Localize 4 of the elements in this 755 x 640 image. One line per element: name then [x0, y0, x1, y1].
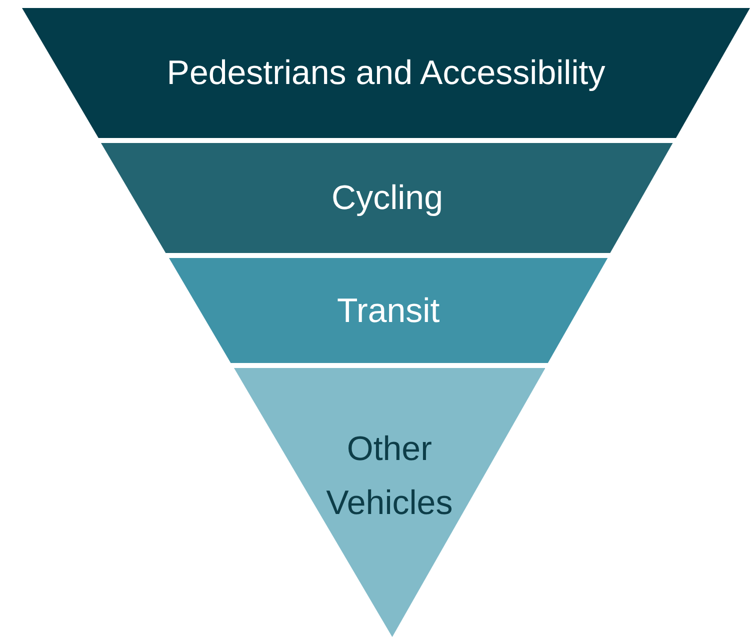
band-label: Transit — [336, 290, 441, 332]
band-label: Cycling — [330, 178, 444, 219]
band-label: Pedestrians and Accessibility — [166, 53, 606, 94]
band-label: Other Vehicles — [325, 428, 454, 524]
